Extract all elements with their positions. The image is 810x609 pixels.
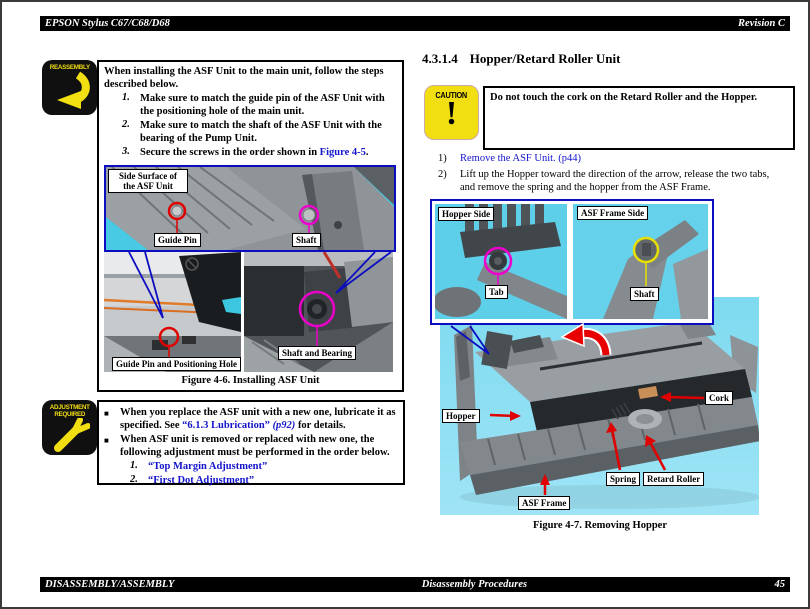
asf-frame-side-label: ASF Frame Side [577, 206, 649, 220]
figure-4-7-photo-asf-frame-side [573, 204, 708, 319]
procedure-step-2: 2) Lift up the Hopper toward the directi… [438, 169, 770, 193]
reassembly-step-2: 2. Make sure to match the shaft of the A… [122, 119, 382, 144]
reassembly-step-1: 1. Make sure to match the guide pin of t… [122, 92, 385, 117]
shaft-47-label: Shaft [630, 287, 659, 301]
shaft-label: Shaft [292, 233, 321, 247]
figure-4-7-photo-main [440, 297, 759, 515]
reassembly-arrow-icon [56, 71, 90, 109]
footer-chapter: Disassembly Procedures [421, 579, 528, 590]
footer-section: DISASSEMBLY/ASSEMBLY [45, 579, 175, 590]
adjustment-bullet-1: ■ When you replace the ASF unit with a n… [104, 407, 396, 431]
hopper-label: Hopper [442, 409, 480, 423]
caution-icon-label: CAUTION [435, 91, 468, 100]
figure-4-6-caption: Figure 4-6. Installing ASF Unit [181, 375, 320, 386]
exclamation-icon: ! [445, 95, 458, 132]
reassembly-intro: When installing the ASF Unit to the main… [104, 66, 384, 90]
retard-roller-label: Retard Roller [643, 472, 705, 486]
figure-4-5-link[interactable]: Figure 4-5 [319, 147, 366, 158]
spring-label: Spring [606, 472, 641, 486]
lubrication-pageref[interactable]: (p92) [269, 420, 296, 431]
top-margin-adjustment-link[interactable]: “Top Margin Adjustment” [148, 461, 268, 472]
cork-label: Cork [705, 391, 733, 405]
section-heading: 4.3.1.4 Hopper/Retard Roller Unit [422, 51, 620, 67]
footer-page-number: 45 [774, 579, 786, 590]
adjustment-note-box: ■ When you replace the ASF unit with a n… [97, 400, 405, 487]
adjustment-bullet-2: ■ When ASF unit is removed or replaced w… [104, 434, 390, 458]
procedure-step-1: 1) Remove the ASF Unit. (p44) [438, 152, 788, 165]
page-header: EPSON Stylus C67/C68/D68 Revision C [40, 16, 790, 31]
section-number: 4.3.1.4 [422, 51, 458, 66]
adjustment-icon-label-2: REQUIRED [54, 411, 85, 418]
adjustment-substep-2: 2. “First Dot Adjustment” [130, 474, 398, 487]
remove-asf-unit-link[interactable]: Remove the ASF Unit. (p44) [460, 153, 582, 164]
hopper-side-label: Hopper Side [438, 207, 495, 221]
shaft-bearing-label: Shaft and Bearing [278, 346, 357, 360]
wrench-icon [53, 418, 90, 452]
caution-note-box: Do not touch the cork on the Retard Roll… [483, 86, 795, 150]
caution-icon: CAUTION ! [424, 85, 479, 140]
figure-4-7-photo-hopper-side [435, 204, 567, 319]
figure-4-6-photo-guide-pin-hole [104, 252, 241, 372]
header-revision: Revision C [738, 18, 785, 29]
guide-pin-label: Guide Pin [154, 233, 201, 247]
adjustment-icon-label-1: ADJUSTMENT [49, 404, 90, 411]
reassembly-icon-label: REASSEMBLY [49, 64, 90, 71]
figure-4-7-caption: Figure 4-7. Removing Hopper [533, 520, 667, 531]
asf-frame-label: ASF Frame [518, 496, 571, 510]
page-footer: DISASSEMBLY/ASSEMBLY Disassembly Procedu… [40, 577, 790, 592]
caution-text: Do not touch the cork on the Retard Roll… [490, 92, 758, 103]
adjustment-substep-1: 1. “Top Margin Adjustment” [130, 460, 398, 473]
section-title: Hopper/Retard Roller Unit [469, 51, 621, 66]
guide-pin-hole-label: Guide Pin and Positioning Hole [112, 357, 242, 371]
side-surface-label: Side Surface of the ASF Unit [108, 169, 188, 193]
lubrication-link[interactable]: “6.1.3 Lubrication” [182, 420, 270, 431]
first-dot-adjustment-link[interactable]: “First Dot Adjustment” [148, 475, 255, 486]
reassembly-icon: REASSEMBLY [42, 60, 97, 115]
header-title: EPSON Stylus C67/C68/D68 [45, 18, 170, 29]
tab-label: Tab [485, 285, 508, 299]
adjustment-icon: ADJUSTMENT REQUIRED [42, 400, 97, 455]
reassembly-step-3: 3. Secure the screws in the order shown … [122, 146, 369, 158]
